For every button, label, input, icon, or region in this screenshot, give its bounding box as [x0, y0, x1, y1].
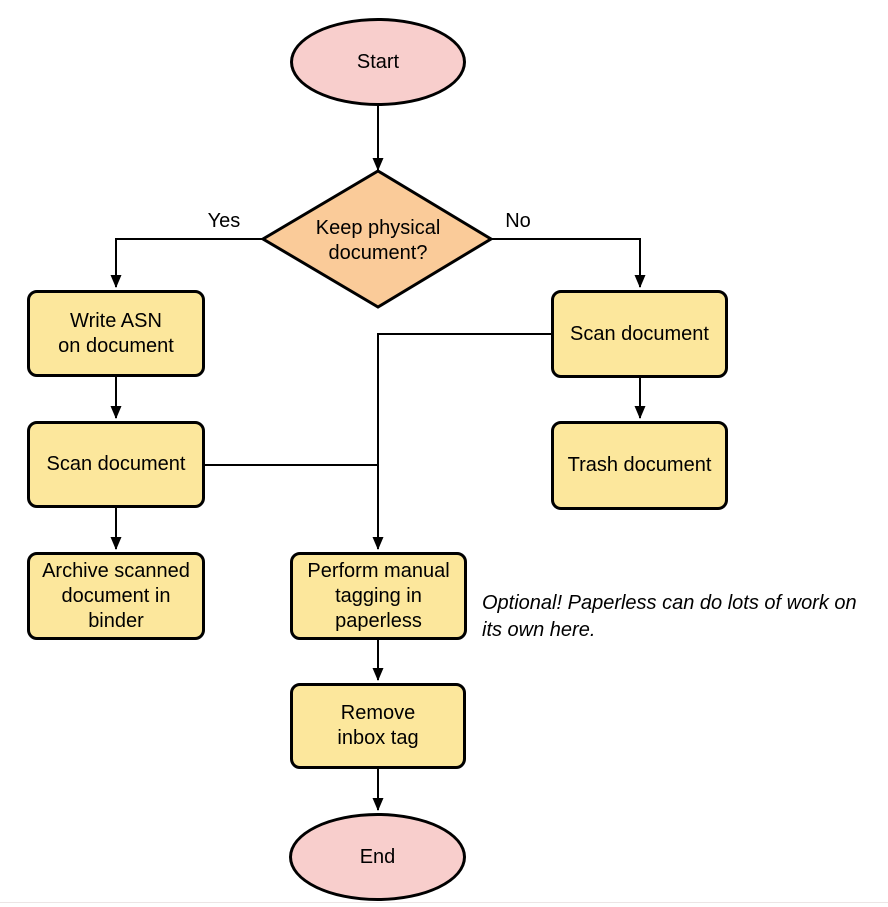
- edge-label-no: No: [505, 210, 531, 232]
- edge-scan-right-tagging: [372, 333, 551, 550]
- node-remove-inbox-tag: Remove inbox tag: [290, 683, 466, 769]
- node-scan-document-right: Scan document: [551, 290, 728, 378]
- node-scan-document-left: Scan document: [27, 421, 205, 508]
- edge-decision-yes-write-asn: [110, 238, 263, 288]
- edge-label-yes: Yes: [207, 210, 241, 232]
- node-write-asn: Write ASN on document: [27, 290, 205, 377]
- note-optional: Optional! Paperless can do lots of work …: [482, 592, 857, 641]
- node-trash-document: Trash document: [551, 421, 728, 510]
- node-decision-shape: [260, 169, 494, 309]
- node-archive-binder: Archive scanned document in binder: [27, 552, 205, 640]
- node-manual-tagging: Perform manual tagging in paperless: [290, 552, 467, 640]
- node-end: End: [289, 813, 466, 901]
- edge-decision-no-scan: [491, 238, 646, 288]
- bottom-divider: [0, 902, 888, 903]
- node-start: Start: [290, 18, 466, 106]
- node-decision-label: Keep physical document?: [315, 217, 441, 264]
